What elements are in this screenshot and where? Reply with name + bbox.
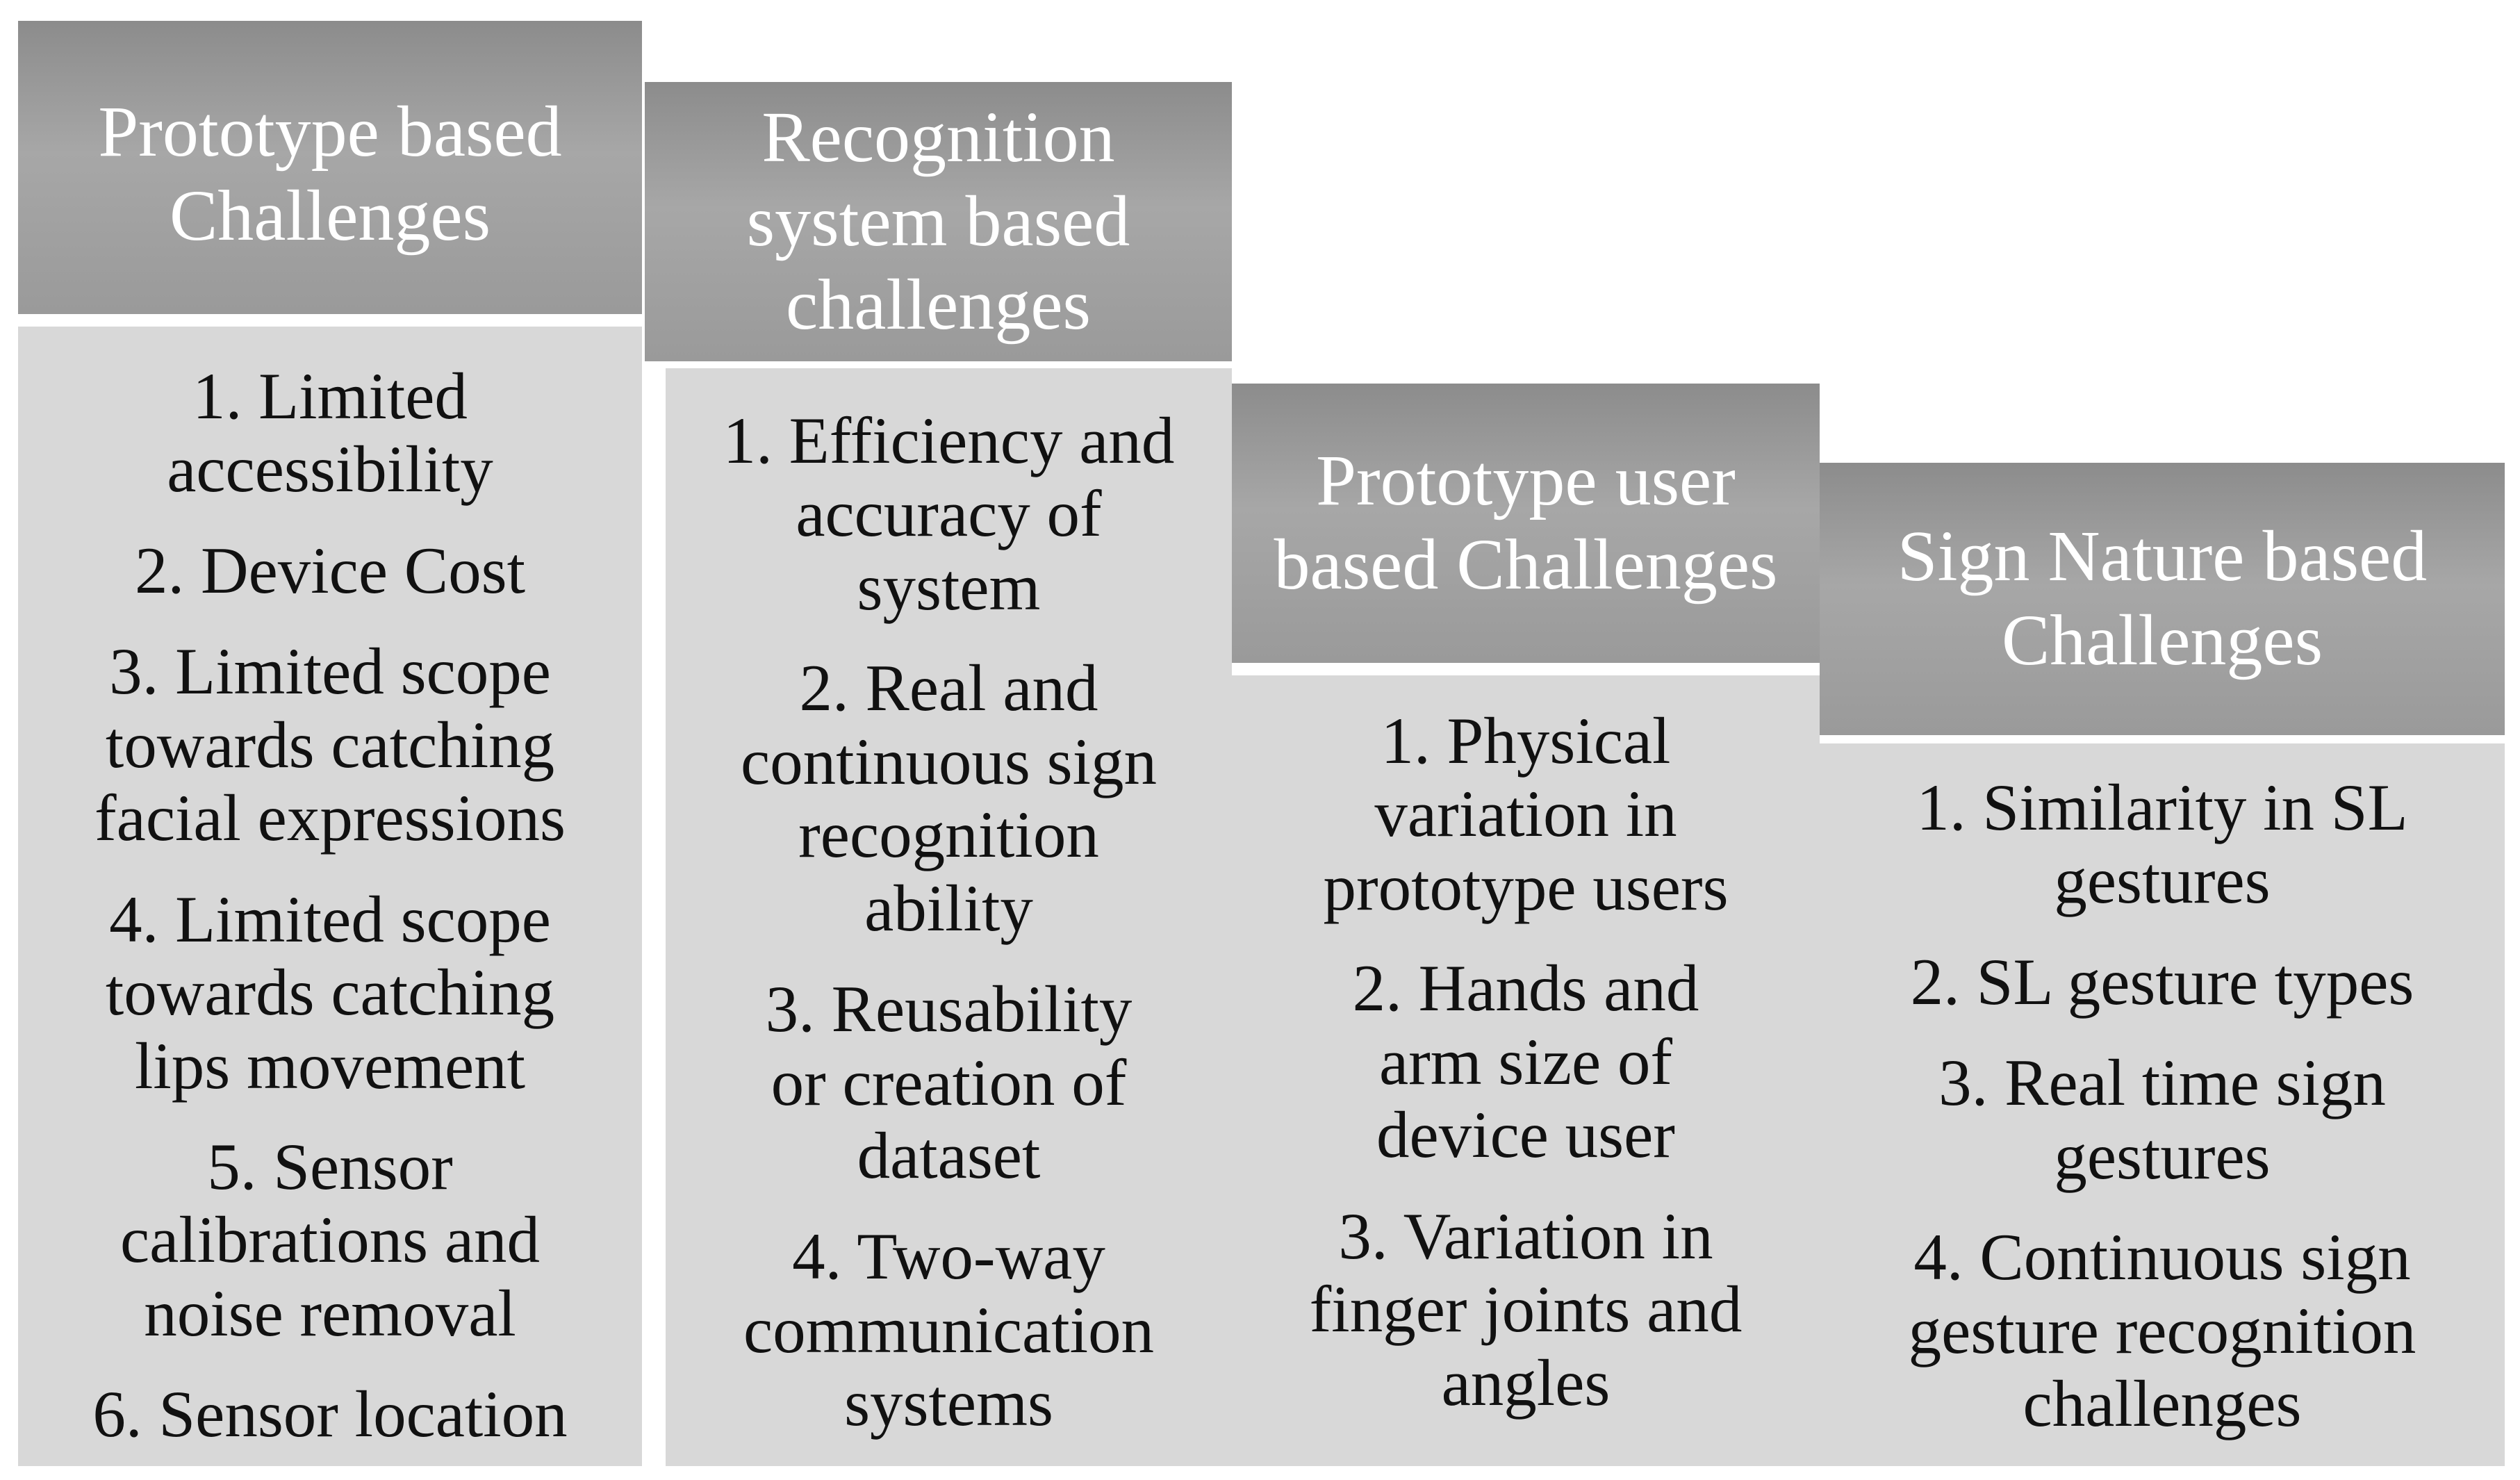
challenge-item: 3. Reusability or creation of dataset bbox=[765, 972, 1133, 1192]
challenge-item: 1. Limited accessibility bbox=[167, 359, 493, 507]
column-recognition-system-based-challenges: Recognition system based challenges 1. E… bbox=[645, 82, 1232, 1466]
challenge-item: 3. Limited scope towards catching facial… bbox=[94, 634, 566, 855]
challenge-item: 3. Real time sign gestures bbox=[1938, 1046, 2386, 1193]
challenge-item: 4. Limited scope towards catching lips m… bbox=[105, 882, 555, 1103]
challenge-item: 5. Sensor calibrations and noise removal bbox=[120, 1129, 541, 1350]
column-prototype-based-challenges: Prototype based Challenges 1. Limited ac… bbox=[18, 21, 642, 1466]
challenge-item: 2. Real and continuous sign recognition … bbox=[740, 651, 1158, 945]
challenge-item: 2. Device Cost bbox=[135, 533, 525, 607]
column-body: 1. Similarity in SL gestures 2. SL gestu… bbox=[1820, 743, 2505, 1466]
challenge-item: 4. Two-way communication systems bbox=[743, 1219, 1154, 1440]
challenge-item: 6. Sensor location bbox=[92, 1377, 568, 1452]
column-header: Sign Nature based Challenges bbox=[1820, 463, 2505, 735]
column-sign-nature-based-challenges: Sign Nature based Challenges 1. Similari… bbox=[1820, 463, 2505, 1466]
column-prototype-user-based-challenges: Prototype user based Challenges 1. Physi… bbox=[1232, 384, 1820, 1466]
column-header: Prototype based Challenges bbox=[18, 21, 642, 314]
column-header: Prototype user based Challenges bbox=[1232, 384, 1820, 663]
column-body: 1. Efficiency and accuracy of system 2. … bbox=[666, 368, 1232, 1466]
challenge-item: 1. Physical variation in prototype users bbox=[1323, 704, 1729, 924]
challenge-item: 4. Continuous sign gesture recognition c… bbox=[1908, 1220, 2416, 1441]
challenge-item: 3. Variation in finger joints and angles bbox=[1309, 1199, 1743, 1420]
column-body: 1. Limited accessibility 2. Device Cost … bbox=[18, 327, 642, 1466]
challenge-item: 1. Similarity in SL gestures bbox=[1916, 771, 2408, 918]
column-header: Recognition system based challenges bbox=[645, 82, 1232, 361]
challenge-item: 2. Hands and arm size of device user bbox=[1352, 951, 1699, 1172]
challenge-item: 1. Efficiency and accuracy of system bbox=[723, 404, 1175, 624]
challenge-item: 2. SL gesture types bbox=[1910, 944, 2414, 1019]
column-body: 1. Physical variation in prototype users… bbox=[1232, 675, 1820, 1466]
